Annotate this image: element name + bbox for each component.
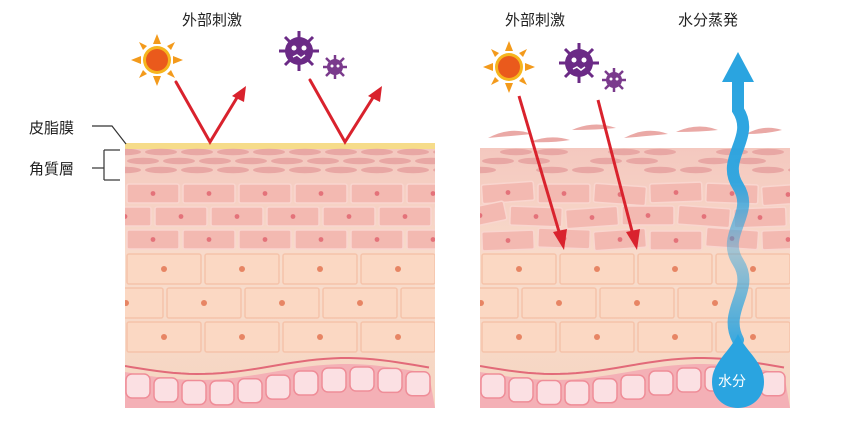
- spinous-cells: [480, 180, 790, 252]
- reflect-arrow-sun-left: [174, 80, 240, 145]
- granular-cells: [480, 253, 790, 353]
- right-skin-panel: [480, 124, 790, 408]
- stratum-corneum-label: 角質層: [29, 160, 75, 178]
- germ-icon: [602, 68, 626, 92]
- water-drop-icon: [712, 334, 764, 408]
- arrowhead: [232, 86, 246, 102]
- germ-icon: [323, 55, 347, 79]
- arrowhead: [368, 86, 382, 102]
- penetrate-arrow-germ: [596, 99, 640, 250]
- external-stimulus-label-left: 外部刺激: [182, 11, 243, 29]
- label-brackets: [92, 125, 127, 181]
- external-stimulus-label-right: 外部刺激: [505, 11, 566, 29]
- water-evaporation-label: 水分蒸発: [678, 11, 739, 29]
- germ-icon: [279, 31, 319, 71]
- germ-icon: [559, 43, 599, 83]
- corneum-cells: [480, 148, 790, 174]
- spinous-cells: [125, 183, 435, 250]
- granular-cells: [125, 253, 435, 353]
- corneum-cells: [125, 148, 435, 174]
- basal-layer: [125, 357, 435, 408]
- reflect-arrow-germ-left: [308, 78, 376, 145]
- left-skin-panel: [125, 143, 435, 408]
- penetrate-arrow-sun: [517, 95, 567, 250]
- water-drop-label: 水分: [718, 374, 746, 390]
- sun-icon: [131, 34, 183, 86]
- sebum-layer: [125, 143, 435, 149]
- water-evaporation-arrow: [722, 52, 754, 346]
- sun-icon: [483, 41, 535, 93]
- sebum-membrane-label: 皮脂膜: [29, 119, 75, 137]
